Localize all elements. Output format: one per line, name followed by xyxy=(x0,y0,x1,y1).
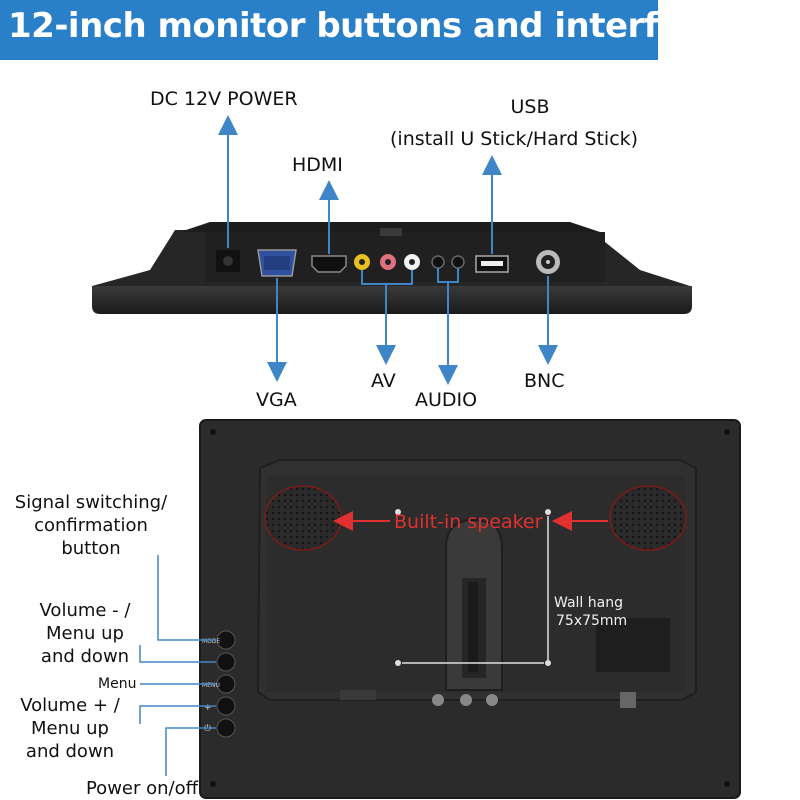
button-column xyxy=(216,630,236,738)
vol-up-label-line3: and down xyxy=(25,741,115,762)
monitor-back-view: MODE MENU + ⏻ xyxy=(199,419,741,799)
port-audio xyxy=(431,255,465,269)
usb-note-label: (install U Stick/Hard Stick) xyxy=(390,128,639,150)
port-vga xyxy=(257,249,297,277)
signal-leader xyxy=(157,555,216,641)
usb-label: USB xyxy=(510,96,550,118)
signal-label-line2: confirmation xyxy=(34,515,148,536)
av-label: AV xyxy=(371,370,396,392)
wall-hang-label: Wall hang xyxy=(554,595,623,611)
port-av xyxy=(354,254,420,270)
power-leader xyxy=(165,727,216,776)
vga-label: VGA xyxy=(256,389,297,411)
wall-hang-lines xyxy=(402,516,549,664)
signal-label-line3: button xyxy=(61,538,121,559)
page-title: 12-inch monitor buttons and interface xyxy=(8,6,723,46)
audio-label: AUDIO xyxy=(415,389,478,411)
port-usb xyxy=(475,255,509,273)
menu-print-text: MENU xyxy=(202,682,220,689)
wall-hang-size-label: 75x75mm xyxy=(556,613,628,629)
vol-down-label-line2: Menu up xyxy=(46,623,124,644)
power-label: Power on/off xyxy=(85,778,199,799)
signal-label-line1: Signal switching/ xyxy=(14,492,168,513)
dc-power-label: DC 12V POWER xyxy=(150,88,298,110)
vol-down-label-line3: and down xyxy=(40,646,130,667)
vol-down-leader xyxy=(139,645,216,663)
vol-up-label-line2: Menu up xyxy=(31,718,109,739)
vol-up-label-line1: Volume + / xyxy=(20,695,120,716)
menu-label: Menu xyxy=(98,676,137,692)
vol-down-label-line1: Volume - / xyxy=(39,600,131,621)
mode-print-text: MODE xyxy=(202,638,221,645)
svg-text:+: + xyxy=(204,703,212,713)
hdmi-label: HDMI xyxy=(292,154,343,176)
port-hdmi xyxy=(311,255,347,273)
speaker-label: Built-in speaker xyxy=(394,511,543,533)
bnc-label: BNC xyxy=(524,370,565,392)
port-dc-power xyxy=(216,250,240,272)
vol-up-leader xyxy=(139,705,216,724)
port-bnc xyxy=(536,250,560,274)
title-banner: 12-inch monitor buttons and interface xyxy=(0,0,723,60)
